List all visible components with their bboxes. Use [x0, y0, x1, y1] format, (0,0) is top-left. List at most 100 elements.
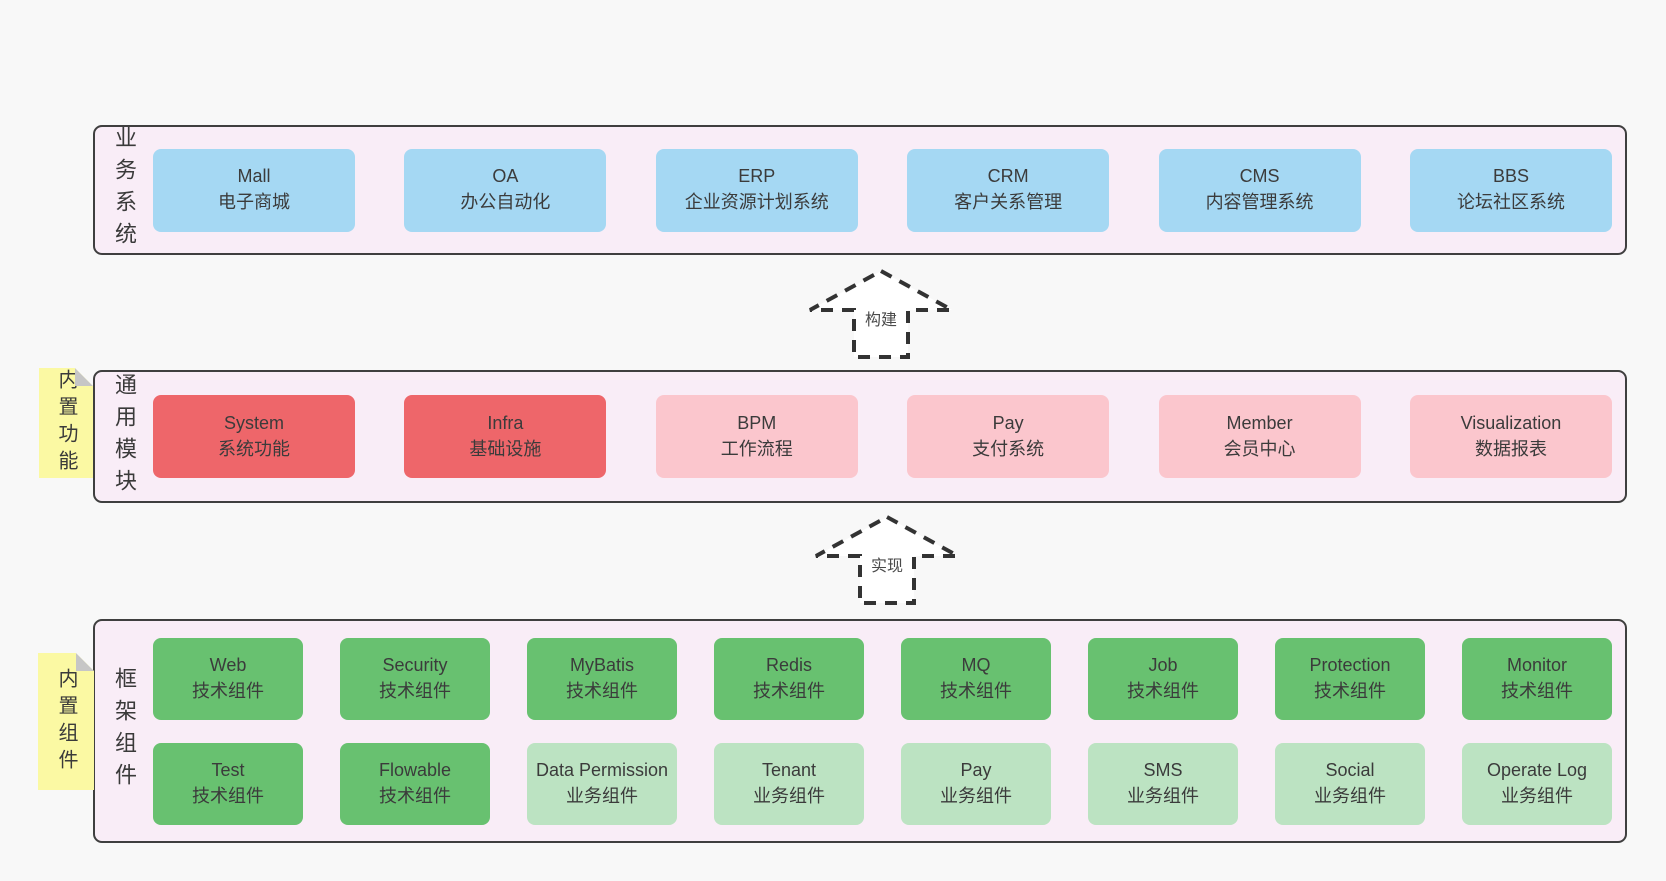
node-subtitle: 技术组件	[940, 680, 1012, 701]
node-tenant: Tenant 业务组件	[714, 742, 864, 825]
node-title: Visualization	[1460, 412, 1562, 433]
node-operate-log: Operate Log 业务组件	[1462, 742, 1612, 825]
node-subtitle: 技术组件	[379, 785, 451, 806]
node-visualization: Visualization 数据报表	[1409, 395, 1612, 478]
node-flowable: Flowable 技术组件	[340, 742, 490, 825]
band-components-label: 框架组件	[112, 667, 137, 795]
node-bpm: BPM 工作流程	[655, 395, 858, 478]
node-security: Security 技术组件	[340, 637, 490, 720]
node-subtitle: 技术组件	[1501, 680, 1573, 701]
node-subtitle: 业务组件	[1501, 785, 1573, 806]
node-subtitle: 基础设施	[469, 438, 542, 459]
node-infra: Infra 基础设施	[404, 395, 607, 478]
node-title: Job	[1148, 654, 1178, 675]
node-subtitle: 支付系统	[972, 438, 1045, 459]
node-subtitle: 业务组件	[566, 785, 638, 806]
node-title: Pay	[992, 412, 1024, 433]
node-test: Test 技术组件	[153, 742, 303, 825]
node-job: Job 技术组件	[1088, 637, 1238, 720]
arrow-up-icon	[815, 514, 959, 605]
node-mq: MQ 技术组件	[901, 637, 1051, 720]
node-protection: Protection 技术组件	[1275, 637, 1425, 720]
node-title: BBS	[1492, 166, 1529, 187]
node-title: Flowable	[378, 759, 452, 780]
band-components-content: Web 技术组件 Security 技术组件 MyBatis 技术组件 Redi…	[153, 621, 1625, 841]
node-subtitle: 工作流程	[720, 438, 793, 459]
node-title: OA	[492, 166, 519, 187]
node-title: Member	[1226, 412, 1293, 433]
node-erp: ERP 企业资源计划系统	[655, 148, 858, 232]
node-title: Social	[1325, 759, 1375, 780]
node-row: Web 技术组件 Security 技术组件 MyBatis 技术组件 Redi…	[153, 637, 1612, 720]
arrow-implement: 实现	[812, 514, 962, 606]
band-modules-content: System 系统功能 Infra 基础设施 BPM 工作流程 Pay 支付系统…	[153, 372, 1625, 501]
node-title: System	[223, 412, 284, 433]
node-subtitle: 企业资源计划系统	[684, 192, 829, 212]
node-subtitle: 技术组件	[1127, 680, 1199, 701]
node-subtitle: 办公自动化	[460, 192, 551, 212]
arrow-build-label: 构建	[864, 312, 898, 329]
node-sms: SMS 业务组件	[1088, 742, 1238, 825]
node-subtitle: 业务组件	[940, 785, 1012, 806]
node-title: Infra	[487, 412, 524, 433]
node-title: CRM	[987, 166, 1029, 187]
node-subtitle: 电子商城	[218, 192, 290, 212]
sticky-note-label: 内置组件	[55, 667, 77, 776]
node-mybatis: MyBatis 技术组件	[527, 637, 677, 720]
node-title: BPM	[737, 412, 777, 433]
node-title: Monitor	[1506, 654, 1568, 675]
node-cms: CMS 内容管理系统	[1158, 148, 1361, 232]
node-title: Redis	[765, 654, 813, 675]
band-business-content: Mall 电子商城 OA 办公自动化 ERP 企业资源计划系统 CRM 客户关系…	[153, 127, 1625, 253]
node-title: Operate Log	[1486, 759, 1588, 780]
node-monitor: Monitor 技术组件	[1462, 637, 1612, 720]
node-title: Test	[211, 759, 245, 780]
node-title: ERP	[738, 166, 776, 187]
node-title: Data Permission	[535, 759, 669, 780]
node-subtitle: 业务组件	[1314, 785, 1386, 806]
node-title: Web	[209, 654, 247, 675]
band-business-systems: 业务系统 Mall 电子商城 OA 办公自动化 ERP 企业资源计划系统 CRM	[93, 125, 1627, 255]
node-subtitle: 技术组件	[566, 680, 638, 701]
arrow-up-icon	[809, 268, 953, 359]
node-title: Tenant	[761, 759, 817, 780]
node-pay-system: Pay 支付系统	[907, 395, 1110, 478]
sticky-note-label: 内置功能	[55, 369, 77, 477]
node-subtitle: 技术组件	[192, 680, 264, 701]
node-social: Social 业务组件	[1275, 742, 1425, 825]
node-subtitle: 数据报表	[1474, 438, 1547, 459]
node-title: Pay	[960, 759, 992, 780]
node-title: Protection	[1309, 654, 1391, 675]
node-subtitle: 技术组件	[192, 785, 264, 806]
arrow-implement-label: 实现	[870, 558, 904, 575]
node-system: System 系统功能	[153, 395, 355, 478]
node-crm: CRM 客户关系管理	[907, 148, 1110, 232]
arrow-build: 构建	[806, 268, 956, 360]
node-mall: Mall 电子商城	[153, 148, 355, 232]
node-title: CMS	[1239, 166, 1280, 187]
node-title: SMS	[1143, 759, 1183, 780]
band-common-modules: 通用模块 System 系统功能 Infra 基础设施 BPM 工作流程 Pay	[93, 370, 1627, 503]
node-title: Mall	[237, 166, 271, 187]
node-subtitle: 客户关系管理	[954, 192, 1063, 212]
sticky-note-builtin-components: 内置组件	[38, 653, 94, 790]
node-oa: OA 办公自动化	[404, 148, 607, 232]
node-bbs: BBS 论坛社区系统	[1409, 148, 1612, 232]
node-subtitle: 业务组件	[1127, 785, 1199, 806]
node-title: Security	[382, 654, 448, 675]
node-title: MQ	[961, 654, 991, 675]
band-modules-label: 通用模块	[112, 372, 137, 501]
node-redis: Redis 技术组件	[714, 637, 864, 720]
node-subtitle: 技术组件	[753, 680, 825, 701]
node-pay-component: Pay 业务组件	[901, 742, 1051, 825]
band-framework-components: 框架组件 Web 技术组件 Security 技术组件 MyBatis 技术组件…	[93, 619, 1627, 843]
node-subtitle: 技术组件	[379, 680, 451, 701]
band-label-column: 框架组件	[95, 621, 153, 841]
node-title: MyBatis	[569, 654, 634, 675]
node-subtitle: 论坛社区系统	[1456, 192, 1565, 212]
node-subtitle: 系统功能	[218, 438, 290, 459]
node-subtitle: 业务组件	[753, 785, 825, 806]
band-label-column: 业务系统	[95, 126, 153, 254]
node-subtitle: 技术组件	[1314, 680, 1386, 701]
